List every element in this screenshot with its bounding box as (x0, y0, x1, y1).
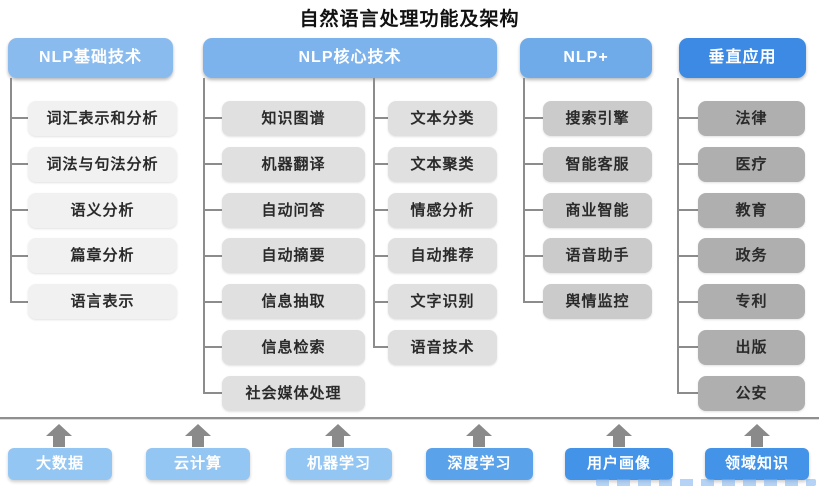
connector-line (10, 78, 12, 303)
connector-line (523, 163, 543, 165)
connector-line (523, 209, 543, 211)
connector-line (677, 301, 698, 303)
node-core-item: 自动推荐 (388, 238, 497, 273)
node-vertical-item: 公安 (698, 376, 805, 411)
column-header-nlp-core: NLP核心技术 (203, 38, 497, 78)
connector-line (373, 255, 388, 257)
node-basic-item: 词汇表示和分析 (28, 101, 177, 136)
connector-line (10, 255, 28, 257)
arrow-stem (473, 436, 485, 447)
node-vertical-item: 出版 (698, 330, 805, 365)
node-core-item: 信息抽取 (222, 284, 365, 319)
connector-line (373, 78, 375, 348)
up-arrow-icon (325, 424, 351, 447)
up-arrow-icon (606, 424, 632, 447)
arrow-stem (332, 436, 344, 447)
node-core-item: 情感分析 (388, 193, 497, 228)
up-arrow-icon (185, 424, 211, 447)
connector-line (203, 346, 222, 348)
foundation-divider-line (0, 417, 819, 420)
connector-line (203, 78, 205, 394)
connector-line (677, 163, 698, 165)
diagram-title: 自然语言处理功能及架构 (299, 9, 520, 30)
connector-line (677, 209, 698, 211)
connector-line (10, 163, 28, 165)
connector-line (10, 301, 28, 303)
up-arrow-icon (744, 424, 770, 447)
connector-line (203, 255, 222, 257)
node-core-item: 自动问答 (222, 193, 365, 228)
arrow-stem (613, 436, 625, 447)
node-core-item: 文字识别 (388, 284, 497, 319)
column-header-vertical-apps: 垂直应用 (679, 38, 806, 78)
node-basic-item: 篇章分析 (28, 238, 177, 273)
node-vertical-item: 法律 (698, 101, 805, 136)
node-basic-item: 词法与句法分析 (28, 147, 177, 182)
arrow-stem (53, 436, 65, 447)
connector-line (677, 346, 698, 348)
connector-line (677, 117, 698, 119)
node-core-item: 文本聚类 (388, 147, 497, 182)
connector-line (203, 209, 222, 211)
node-core-item: 语音技术 (388, 330, 497, 365)
connector-line (203, 117, 222, 119)
node-plus-item: 舆情监控 (543, 284, 652, 319)
arrow-head (325, 424, 351, 436)
node-plus-item: 商业智能 (543, 193, 652, 228)
connector-line (203, 392, 222, 394)
connector-line (523, 301, 543, 303)
foundation-box-cloud: 云计算 (146, 448, 250, 480)
connector-line (373, 117, 388, 119)
node-core-item: 知识图谱 (222, 101, 365, 136)
connector-line (373, 346, 388, 348)
node-basic-item: 语义分析 (28, 193, 177, 228)
node-vertical-item: 专利 (698, 284, 805, 319)
connector-line (373, 163, 388, 165)
foundation-box-deep-learning: 深度学习 (426, 448, 533, 480)
column-header-nlp-basics: NLP基础技术 (8, 38, 173, 78)
arrow-head (185, 424, 211, 436)
up-arrow-icon (466, 424, 492, 447)
arrow-stem (192, 436, 204, 447)
connector-line (203, 301, 222, 303)
arrow-stem (751, 436, 763, 447)
connector-line (677, 255, 698, 257)
column-header-nlp-plus: NLP+ (520, 38, 652, 78)
node-core-item: 机器翻译 (222, 147, 365, 182)
foundation-box-domain-knowledge: 领域知识 (705, 448, 809, 480)
node-vertical-item: 医疗 (698, 147, 805, 182)
node-core-item: 文本分类 (388, 101, 497, 136)
foundation-box-big-data: 大数据 (8, 448, 112, 480)
connector-line (677, 78, 679, 394)
node-plus-item: 搜索引擎 (543, 101, 652, 136)
node-core-item: 信息检索 (222, 330, 365, 365)
foundation-box-ml: 机器学习 (286, 448, 392, 480)
arrow-head (46, 424, 72, 436)
connector-line (373, 209, 388, 211)
connector-line (10, 209, 28, 211)
connector-line (523, 117, 543, 119)
connector-line (373, 301, 388, 303)
connector-line (203, 163, 222, 165)
connector-line (10, 117, 28, 119)
arrow-head (606, 424, 632, 436)
connector-line (523, 255, 543, 257)
node-plus-item: 智能客服 (543, 147, 652, 182)
node-core-item: 自动摘要 (222, 238, 365, 273)
node-basic-item: 语言表示 (28, 284, 177, 319)
connector-line (523, 78, 525, 303)
watermark-fragment (596, 479, 816, 486)
foundation-box-user-profile: 用户画像 (565, 448, 673, 480)
node-vertical-item: 教育 (698, 193, 805, 228)
up-arrow-icon (46, 424, 72, 447)
arrow-head (466, 424, 492, 436)
node-vertical-item: 政务 (698, 238, 805, 273)
connector-line (677, 392, 698, 394)
arrow-head (744, 424, 770, 436)
node-core-item: 社会媒体处理 (222, 376, 365, 411)
node-plus-item: 语音助手 (543, 238, 652, 273)
